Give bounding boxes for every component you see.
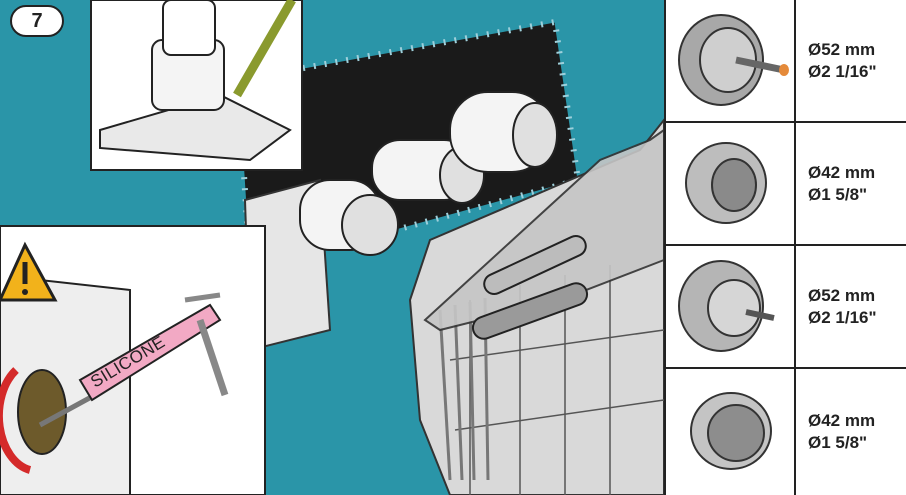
valve-cartridge-52-icon: [666, 0, 796, 121]
part-metric: Ø52 mm: [808, 285, 877, 307]
step-number: 7: [31, 10, 42, 33]
part-imperial: Ø2 1/16": [808, 61, 877, 83]
part-imperial: Ø2 1/16": [808, 307, 877, 329]
sleeve-42-icon: [666, 123, 796, 244]
cylinder-right: [450, 92, 557, 172]
valve-body-52-icon: [666, 246, 796, 367]
part-row: Ø42 mm Ø1 5/8": [666, 123, 906, 246]
part-imperial: Ø1 5/8": [808, 184, 875, 206]
escutcheon-ring-42-icon: [666, 369, 796, 490]
part-metric: Ø42 mm: [808, 162, 875, 184]
part-row: Ø42 mm Ø1 5/8": [666, 369, 906, 495]
inset-measure: [91, 0, 302, 170]
part-imperial: Ø1 5/8": [808, 432, 875, 454]
part-metric: Ø42 mm: [808, 410, 875, 432]
parts-table: Ø52 mm Ø2 1/16" Ø42 mm Ø1 5/8" Ø52 mm Ø2…: [664, 0, 906, 495]
step-badge: 7: [10, 5, 64, 37]
part-metric: Ø52 mm: [808, 39, 877, 61]
part-row: Ø52 mm Ø2 1/16": [666, 0, 906, 123]
part-row: Ø52 mm Ø2 1/16": [666, 246, 906, 369]
